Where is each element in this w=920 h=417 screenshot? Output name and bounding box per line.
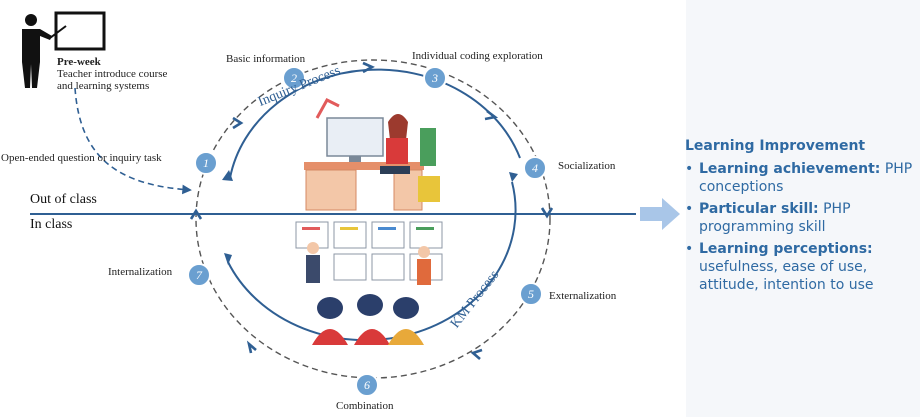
step-5-label: Externalization: [549, 290, 617, 302]
step-1-label: Open-ended question or inquiry task: [1, 152, 162, 164]
step-7-label: Internalization: [108, 266, 173, 278]
step-3-label: Individual coding exploration: [412, 50, 543, 62]
bullet-icon: •: [685, 161, 694, 177]
improvement-item: • Learning achievement: PHP conceptions: [685, 160, 917, 196]
step-badge-number: 4: [532, 161, 538, 175]
step-badge-4: 4: [523, 156, 547, 180]
step-badge-number: 6: [364, 378, 370, 392]
step-4-label: Socialization: [558, 160, 616, 172]
improvement-item-text: PHP conceptions: [699, 161, 913, 195]
step-badge-2: 2: [282, 66, 306, 90]
step-badge-number: 5: [528, 287, 534, 301]
step-badge-7: 7: [187, 263, 211, 287]
classroom-group-illustration: [295, 221, 443, 345]
improvement-item-heading: Learning perceptions:: [699, 241, 873, 257]
outcome-arrow-icon: [640, 198, 680, 230]
cycle-chevron-icon: [189, 208, 203, 220]
improvement-item-heading: Particular skill:: [699, 201, 819, 217]
cycle-chevron-icon: [470, 348, 483, 360]
in-class-label: In class: [30, 217, 73, 232]
step-badge-6: 6: [355, 373, 379, 397]
cycle-chevron-icon: [246, 340, 257, 354]
student-desk-illustration: [304, 98, 440, 211]
improvement-item-text: PHP programming skill: [699, 201, 851, 235]
preweek-heading: Pre-week: [57, 56, 101, 68]
preweek-dashed-arrow: [74, 87, 192, 195]
preweek-line1: Teacher introduce course: [57, 68, 168, 80]
preweek-line2: and learning systems: [57, 80, 150, 92]
arc-arrowhead-icon: [222, 170, 233, 181]
arc-arrowhead-icon: [224, 253, 232, 265]
improvement-item-heading: Learning achievement:: [699, 161, 881, 177]
arc-arrowhead-icon: [509, 172, 518, 182]
cycle-chevron-icon: [484, 109, 499, 121]
bullet-icon: •: [685, 241, 694, 257]
bullet-icon: •: [685, 201, 694, 217]
cycle-chevron-icon: [540, 207, 554, 219]
step-badge-number: 2: [291, 71, 297, 85]
out-of-class-label: Out of class: [30, 192, 97, 207]
step-2-label: Basic information: [226, 53, 306, 65]
improvement-title: Learning Improvement: [685, 138, 866, 154]
improvement-item: • Learning perceptions: usefulness, ease…: [685, 240, 917, 294]
step-badge-1: 1: [194, 151, 218, 175]
teacher-board-icon: [22, 11, 106, 88]
cycle-chevron-icon: [362, 61, 375, 74]
improvement-panel-bg: [686, 0, 920, 417]
cycle-chevron-icon: [232, 116, 244, 130]
improvement-list: • Learning achievement: PHP conceptions …: [685, 160, 917, 298]
step-badge-3: 3: [423, 66, 447, 90]
step-badge-number: 1: [203, 156, 209, 170]
step-badge-number: 7: [196, 268, 203, 282]
step-badge-number: 3: [431, 71, 438, 85]
improvement-item-text: usefulness, ease of use, attitude, inten…: [699, 259, 874, 293]
improvement-item: • Particular skill: PHP programming skil…: [685, 200, 917, 236]
step-6-label: Combination: [336, 400, 394, 412]
step-badge-5: 5: [519, 282, 543, 306]
